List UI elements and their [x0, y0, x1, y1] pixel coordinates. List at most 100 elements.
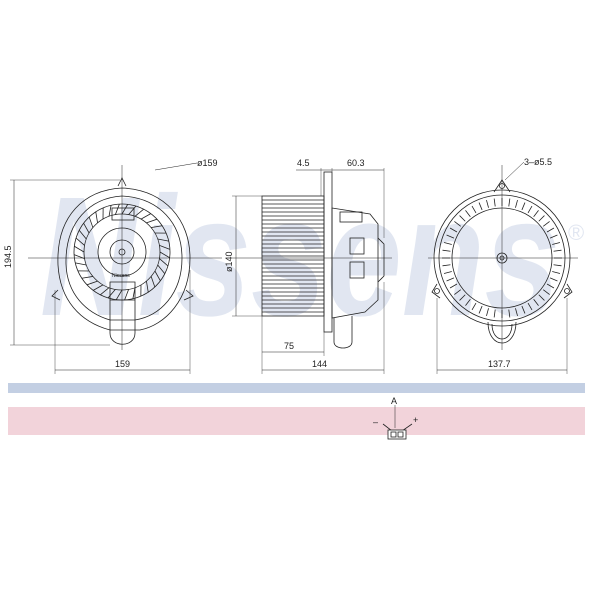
rear-ear-top	[493, 179, 511, 193]
front-ear-left	[51, 289, 61, 301]
front-fan-blade	[121, 204, 129, 215]
connector-title: A	[391, 396, 397, 406]
side-motor-body	[331, 207, 379, 319]
rear-holes-label: 3–ø5.5	[524, 157, 552, 167]
rear-tick	[471, 302, 477, 311]
rear-tick	[442, 264, 451, 267]
rear-tick	[543, 289, 550, 295]
rear-tick	[521, 305, 526, 314]
front-fan-blade	[115, 289, 123, 300]
rear-tick	[508, 309, 511, 318]
rear-tick	[493, 309, 496, 318]
connector-detail	[382, 405, 413, 440]
front-diameter-leader	[154, 162, 198, 171]
side-top-left-label: 4.5	[297, 158, 310, 168]
rear-tick	[533, 299, 539, 306]
front-fan-blade	[146, 218, 158, 224]
rear-tick	[493, 198, 496, 207]
rear-tick	[446, 234, 455, 239]
front-fan-blade	[78, 230, 87, 240]
connector-body	[387, 429, 407, 440]
rear-motor-neck-inner	[491, 323, 513, 340]
rear-tick	[465, 299, 471, 306]
front-fan-blade	[151, 225, 163, 228]
side-motor-neck	[333, 316, 353, 349]
side-terminal	[377, 237, 385, 283]
rear-tick	[552, 271, 561, 274]
front-fan-blade	[146, 281, 149, 293]
front-fan-blade	[74, 245, 85, 253]
side-top-right-label: 60.3	[347, 158, 365, 168]
front-view: Nissens	[10, 162, 222, 374]
rear-hub	[496, 252, 508, 264]
front-ear-top	[117, 177, 127, 187]
side-view	[232, 168, 392, 374]
rear-tick	[442, 249, 451, 252]
rear-tick	[459, 215, 466, 222]
front-hub-inner	[109, 239, 135, 265]
rear-tick	[527, 205, 533, 214]
rear-tick	[521, 202, 526, 211]
rear-tick	[552, 242, 561, 245]
rear-tick	[538, 215, 545, 222]
rear-tick	[454, 289, 461, 295]
rear-tick	[546, 227, 555, 233]
rear-tick	[549, 277, 558, 282]
rear-tick	[443, 271, 452, 274]
front-fan-blade	[108, 205, 112, 217]
rear-ring	[438, 194, 566, 322]
front-width-label: 159	[115, 359, 130, 369]
registered-mark: ®	[568, 220, 584, 245]
side-diameter-label: ø140	[224, 251, 234, 272]
rear-tick	[486, 199, 489, 208]
rear-tick	[446, 277, 455, 282]
front-fan-blade	[140, 213, 151, 220]
rear-inner-circle	[451, 207, 553, 309]
rear-tick	[478, 305, 483, 314]
front-top-bracket	[111, 207, 135, 221]
front-hub-center	[118, 248, 126, 256]
rear-tick	[471, 205, 477, 214]
rear-ear-left	[431, 283, 441, 299]
blue-band	[8, 383, 585, 393]
rear-tick	[454, 221, 461, 227]
pink-band	[8, 407, 585, 435]
rear-tick	[508, 198, 511, 207]
front-fan-blade	[83, 223, 90, 234]
rear-tick	[553, 264, 562, 267]
rear-tick	[538, 294, 545, 301]
rear-hole-right	[564, 288, 570, 294]
rear-hole-left	[434, 288, 440, 294]
front-fan-blade	[128, 205, 137, 215]
front-hub-outer	[97, 227, 147, 277]
front-fan-blade	[107, 289, 116, 299]
rear-holes-leader	[504, 161, 525, 181]
rear-tick	[465, 210, 471, 217]
front-fan-blade	[154, 270, 161, 281]
side-connector-upper	[349, 237, 365, 255]
rear-hole-top	[499, 183, 505, 189]
front-fan-blade	[86, 280, 98, 286]
rear-tick	[546, 283, 555, 289]
rear-tick	[449, 227, 458, 233]
rear-tick	[553, 249, 562, 252]
front-fan-blade	[159, 245, 171, 250]
nissens-watermark: Nissens ®	[40, 162, 584, 352]
front-fan-blade	[81, 276, 93, 279]
connector-pin-left	[390, 431, 397, 438]
rear-hub-center	[499, 255, 505, 261]
side-inner-label: 75	[284, 341, 294, 351]
rear-width-label: 137.7	[488, 359, 511, 369]
connector-pin-right	[397, 431, 404, 438]
front-fan-blade	[159, 258, 169, 267]
front-fan-blade	[88, 216, 94, 228]
front-fan-blade	[159, 251, 170, 259]
front-diameter-label: ø159	[197, 158, 218, 168]
front-fan-blade	[157, 264, 166, 274]
rear-tick	[515, 308, 518, 317]
rear-ear-right	[563, 283, 573, 299]
front-fan-blade	[75, 262, 87, 266]
rear-tick	[515, 199, 518, 208]
